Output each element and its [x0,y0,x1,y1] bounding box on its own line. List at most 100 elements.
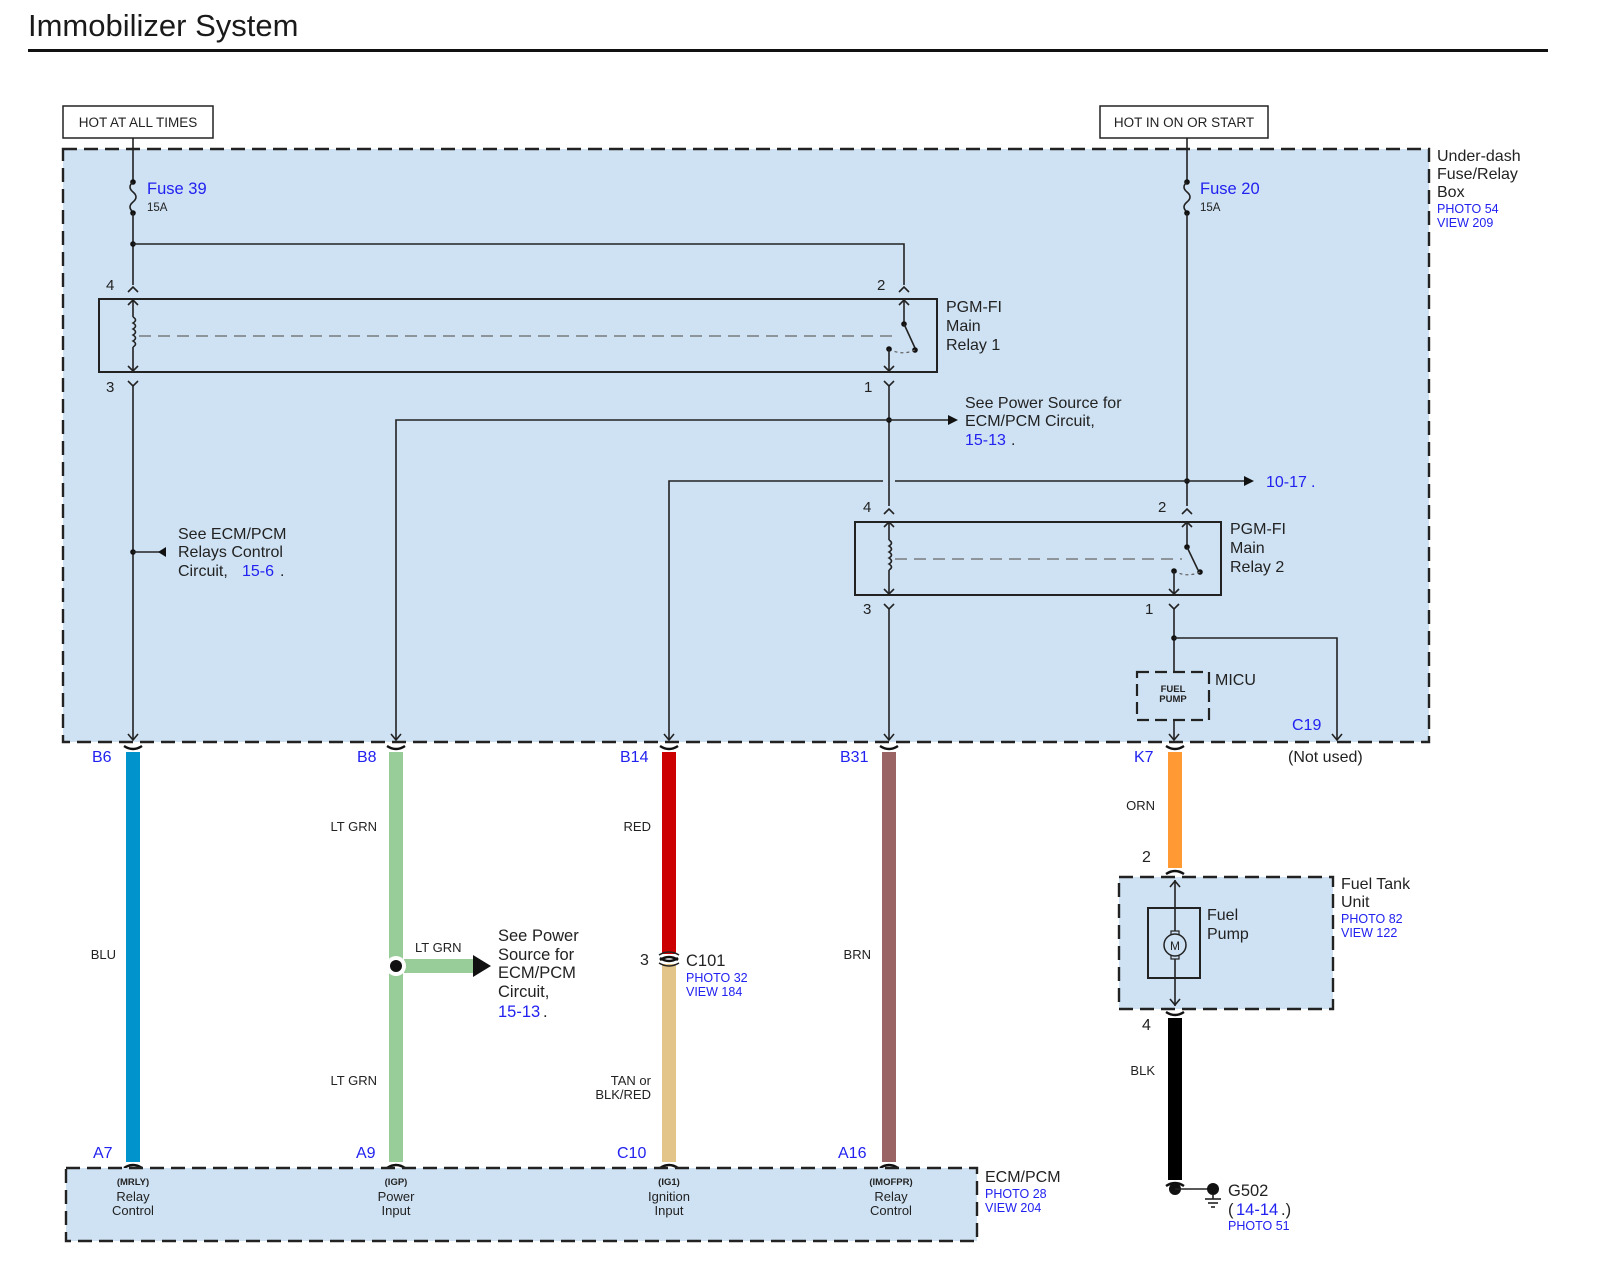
terminal-b8: B8 [357,749,377,766]
wire-color-label: ORN [1126,798,1155,813]
page-title: Immobilizer System [28,8,299,43]
note-relays-control: See ECM/PCM Relays Control Circuit, 15-6… [178,526,286,580]
wire-lt-grn-branch [404,959,474,973]
pin-number: 3 [863,601,871,618]
connector-cap-icon [123,744,143,751]
wire-brn [882,752,896,1162]
wire-color-label: TAN or [611,1073,652,1088]
page-ref-link[interactable]: 15-13 [965,432,1006,449]
fuse-rating: 15A [147,202,168,214]
not-used-note: (Not used) [1288,749,1363,766]
relay-switch-icon [903,323,916,349]
motor-icon [1163,933,1187,957]
svg-text:See ECM/PCM: See ECM/PCM [178,526,286,543]
connector-cap-icon [1165,869,1185,876]
wire-color-label: RED [624,819,651,834]
svg-text:Relay 1: Relay 1 [946,337,1000,354]
view-link[interactable]: VIEW 184 [686,985,742,999]
pin-number: 1 [864,379,872,396]
wire-to-b14 [668,480,883,740]
wire-color-label: BRN [844,947,871,962]
page-ref-link[interactable]: 14-14 [1236,1201,1278,1219]
arrow-icon [473,955,491,977]
svg-text:Control: Control [870,1203,912,1218]
svg-text:Under-dash: Under-dash [1437,148,1521,165]
svg-text:(IMOFPR): (IMOFPR) [869,1177,912,1188]
photo-link[interactable]: PHOTO 54 [1437,202,1499,216]
page-ref-link[interactable]: 15-13 [498,1003,540,1021]
svg-text:Circuit,: Circuit, [498,983,549,1001]
power-source-label: HOT IN ON OR START [1114,115,1254,130]
micu: FUEL PUMP MICU [1135,670,1256,742]
ecm-pin-imofpr: (IMOFPR) Relay Control [869,1177,912,1218]
svg-text:Power: Power [378,1189,416,1204]
title-underline [28,49,1548,52]
pin-number: 2 [877,277,885,294]
pin-number: 1 [1145,601,1153,618]
svg-text:Input: Input [655,1203,684,1218]
photo-link[interactable]: PHOTO 28 [985,1187,1047,1201]
arrow-icon [948,415,958,425]
svg-text:Fuse/Relay: Fuse/Relay [1437,166,1518,183]
lt-grn-splice [386,955,491,977]
svg-text:Control: Control [112,1203,154,1218]
fuse-20: Fuse 20 15A [1183,138,1260,506]
terminal-a16: A16 [838,1145,867,1162]
page-ref-link[interactable]: 15-6 [242,563,274,580]
arrow-icon [1244,476,1254,486]
wire-color-label: LT GRN [331,819,377,834]
connector-cap-icon [386,744,406,751]
view-link[interactable]: VIEW 209 [1437,216,1493,230]
photo-link[interactable]: PHOTO 32 [686,971,748,985]
fuse-relay-box-border [61,147,1431,744]
fuse-icon [1183,181,1191,213]
fuse-name[interactable]: Fuse 39 [147,180,207,198]
svg-text:ECM/PCM Circuit,: ECM/PCM Circuit, [965,413,1095,430]
svg-text:.): .) [1281,1201,1291,1219]
relay-switch-icon [1186,546,1199,571]
photo-link[interactable]: PHOTO 82 [1341,912,1403,926]
view-link[interactable]: VIEW 204 [985,1201,1041,1215]
fuse-icon [129,181,137,213]
fuel-pump [1147,907,1201,979]
connector-cap-icon [879,744,899,751]
relay-coil-icon [131,316,137,348]
svg-text:M: M [1170,939,1180,953]
svg-text:Input: Input [382,1203,411,1218]
terminal-c10: C10 [617,1145,646,1162]
wire-to-b8 [395,419,948,740]
power-source-hot-in-on-or-start: HOT IN ON OR START [1099,105,1269,139]
svg-text:Relay: Relay [116,1189,150,1204]
svg-text:.: . [280,563,284,580]
page-ref-link[interactable]: 10-17 [1266,474,1307,491]
svg-text:ECM/PCM: ECM/PCM [498,964,576,982]
view-link[interactable]: VIEW 122 [1341,926,1397,940]
pin-number: 2 [1142,849,1151,866]
svg-text:Circuit,: Circuit, [178,563,228,580]
terminal-a7: A7 [93,1145,113,1162]
ecm-pin-mrly: (MRLY) Relay Control [112,1177,154,1218]
note-power-source-ecm: See Power Source for ECM/PCM Circuit, 15… [965,395,1122,449]
svg-text:.: . [1311,474,1315,491]
fuse-39: Fuse 39 15A [129,138,207,285]
ecm-label: ECM/PCM [985,1169,1061,1186]
pin-number: 3 [640,952,649,969]
arrow-icon [158,547,166,557]
terminal-k7: K7 [1134,749,1154,766]
pin-number: 2 [1158,499,1166,516]
svg-text:Relay 2: Relay 2 [1230,559,1284,576]
photo-link[interactable]: PHOTO 51 [1228,1219,1290,1233]
micu-label: MICU [1215,672,1256,689]
wire-color-label: BLU [91,947,116,962]
terminal-b6: B6 [92,749,112,766]
wire-to-c19 [1174,637,1338,740]
ecm-pcm: ECM/PCM PHOTO 28 VIEW 204 (MRLY) Relay C… [64,1166,1061,1243]
svg-text:PGM-FI: PGM-FI [1230,521,1286,538]
pin-number: 3 [106,379,114,396]
fuse-name[interactable]: Fuse 20 [1200,180,1260,198]
terminal-c19: C19 [1292,717,1321,734]
fuse-relay-box [63,149,1429,742]
wire-color-label: BLK/RED [595,1087,651,1102]
svg-text:See Power: See Power [498,927,579,945]
